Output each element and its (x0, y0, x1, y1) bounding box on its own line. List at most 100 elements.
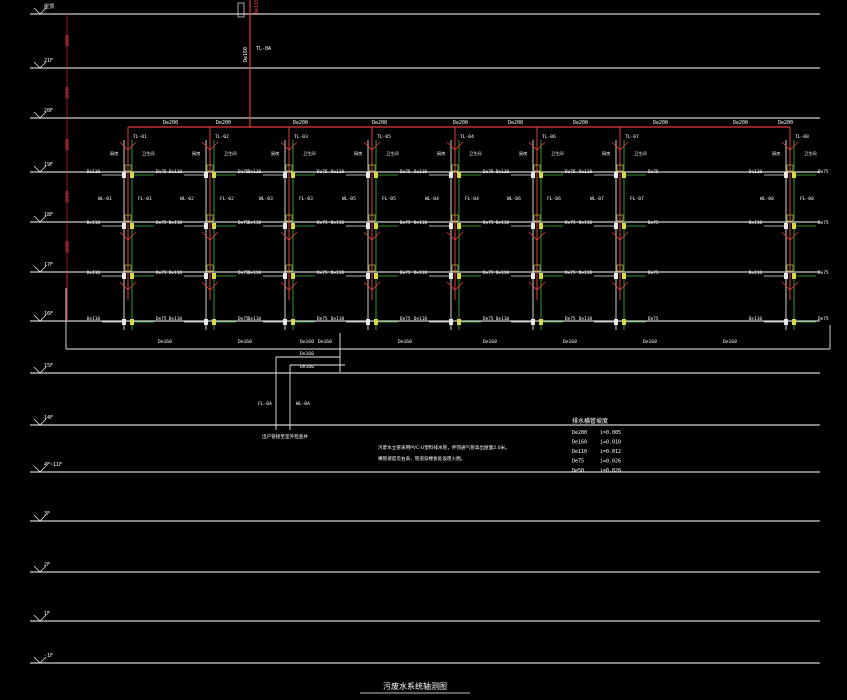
fixture-label: 卫生间 (551, 150, 564, 157)
branch-size-label: De110 (331, 169, 345, 175)
trap-icon (124, 164, 132, 172)
fitting-icon (784, 319, 788, 325)
soil-stack-label: FL-04 (465, 196, 479, 202)
vent-stack-label: TL-03 (294, 134, 308, 140)
slope-size: De160 (572, 440, 587, 446)
vent-cap-icon (237, 2, 245, 18)
branch-size-label: De110 (414, 316, 428, 322)
fitting-icon (122, 223, 126, 229)
fitting-icon (204, 172, 208, 178)
collector-size-label: De160 (563, 339, 577, 345)
branch-size-label: De110 (496, 270, 510, 276)
branch-size-label: De110 (169, 169, 183, 175)
branch-size-label: De75 (400, 169, 411, 175)
branch-size-label: De110 (749, 220, 763, 226)
collector-size-label: De160 (158, 339, 172, 345)
vent-connector (781, 141, 799, 151)
fitting-icon (614, 319, 618, 325)
waste-stack-label: WL-06 (507, 196, 521, 202)
drawing-title: 污废水系统轴测图 (383, 681, 447, 691)
vent-stack-label: TL-01 (133, 134, 147, 140)
vent-connector (363, 231, 381, 241)
vent-connector (528, 141, 546, 151)
fitting-icon (449, 273, 453, 279)
level-mark-icon (33, 366, 47, 374)
vent-connector (280, 231, 298, 241)
branch-size-label: De75 (565, 169, 576, 175)
top-vent-label: De110 (254, 0, 260, 14)
fitting-icon (374, 273, 378, 279)
trap-icon (206, 214, 214, 222)
branch-size-label: De75 (156, 316, 167, 322)
fitting-icon (204, 273, 208, 279)
outlet-note-block: 出户管接至室外检查井 (262, 433, 308, 440)
level-mark-icon (33, 61, 47, 69)
fitting-icon (291, 223, 295, 229)
soil-stack-label: FL-07 (630, 196, 644, 202)
fitting-icon (283, 273, 287, 279)
fitting-icon (291, 273, 295, 279)
fitting-icon (122, 172, 126, 178)
vent-connector (446, 231, 464, 241)
branch-size-label: De110 (579, 220, 593, 226)
branch-size-label: De75 (156, 169, 167, 175)
slope-table-title: 排水横管坡度 (572, 417, 608, 425)
branch-size-label: De110 (87, 220, 101, 226)
soil-stack-label: FL-02 (220, 196, 234, 202)
vent-stack-label: TL-07 (625, 134, 639, 140)
slope-size: De75 (572, 459, 584, 465)
fitting-icon (204, 223, 208, 229)
floor-label: 15F (44, 363, 53, 369)
branch-size-label: De75 (565, 220, 576, 226)
slope-size: De200 (572, 430, 587, 436)
branch-size-label: De75 (400, 270, 411, 276)
branch-size-label: De110 (579, 169, 593, 175)
fitting-icon (283, 172, 287, 178)
fitting-icon (374, 319, 378, 325)
branch-size-label: De110 (414, 270, 428, 276)
fixture-label: 卫生间 (804, 150, 817, 157)
fitting-icon (130, 223, 134, 229)
branch-size-label: De110 (496, 316, 510, 322)
trap-icon (368, 164, 376, 172)
collector-size-label: De160 (723, 339, 737, 345)
fixture-label: 厨房 (772, 150, 780, 157)
fitting-icon (622, 172, 626, 178)
slope-size: De50 (572, 468, 584, 474)
fitting-icon (539, 172, 543, 178)
level-mark-icon (33, 656, 47, 664)
floor-height-label: 3000 (65, 35, 71, 47)
fitting-icon (622, 273, 626, 279)
trap-icon (124, 264, 132, 272)
trap-icon (285, 264, 293, 272)
fitting-icon (212, 273, 216, 279)
floor-label: 16F (44, 311, 53, 317)
fitting-icon (122, 319, 126, 325)
trap-icon (786, 264, 794, 272)
fitting-icon (531, 172, 535, 178)
trap-icon (206, 164, 214, 172)
branch-size-label: De75 (317, 270, 328, 276)
fitting-icon (291, 319, 295, 325)
waste-stack-label: WL-02 (180, 196, 194, 202)
vent-connector (119, 281, 137, 291)
level-mark-icon (33, 418, 47, 426)
branch-size-label: De110 (749, 270, 763, 276)
outlet-stack-label: FL-0A (258, 401, 272, 407)
vent-connector (363, 281, 381, 291)
trap-icon (451, 214, 459, 222)
floor-label: 21F (44, 58, 53, 64)
fitting-icon (457, 319, 461, 325)
fitting-icon (531, 273, 535, 279)
branch-size-label: De110 (248, 316, 262, 322)
fitting-icon (212, 223, 216, 229)
slope-value: i=0.026 (600, 468, 621, 474)
branch-size-label: De75 (818, 316, 829, 322)
fitting-icon (449, 172, 453, 178)
slope-size: De110 (572, 449, 587, 455)
branch-size-label: De110 (496, 169, 510, 175)
fitting-icon (792, 273, 796, 279)
